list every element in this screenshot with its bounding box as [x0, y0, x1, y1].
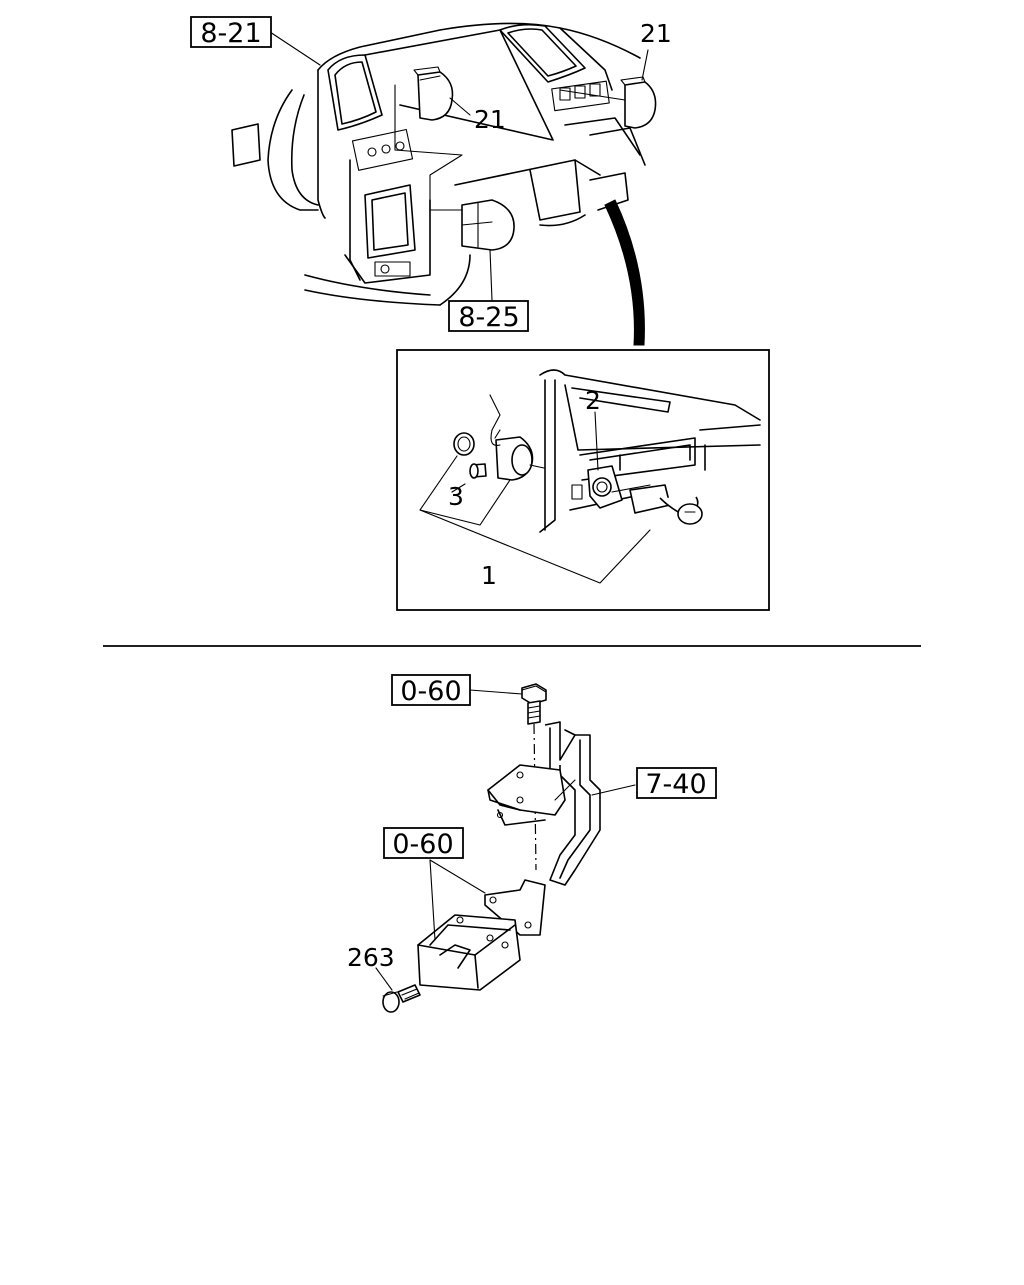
dashboard-illustration	[231, 22, 657, 346]
svg-text:0-60: 0-60	[400, 676, 461, 707]
callout-8-21: 8-21	[190, 16, 272, 49]
svg-text:7-40: 7-40	[645, 769, 706, 800]
svg-text:8-21: 8-21	[200, 18, 261, 49]
label-part-1: 1	[481, 561, 497, 590]
svg-text:0-60: 0-60	[392, 829, 453, 860]
label-part-263: 263	[347, 943, 395, 972]
callout-0-60-mid: 0-60	[383, 827, 464, 860]
label-21-left: 21	[474, 105, 506, 134]
callout-8-25: 8-25	[448, 300, 529, 333]
label-21-right: 21	[640, 19, 672, 48]
label-part-2: 2	[585, 386, 601, 415]
label-part-3: 3	[448, 482, 464, 511]
callout-0-60-top: 0-60	[391, 674, 471, 707]
detail-view-lighter	[396, 349, 770, 611]
bracket-assembly-illustration	[375, 683, 636, 1013]
svg-text:8-25: 8-25	[458, 302, 519, 333]
callout-7-40: 7-40	[636, 767, 717, 800]
